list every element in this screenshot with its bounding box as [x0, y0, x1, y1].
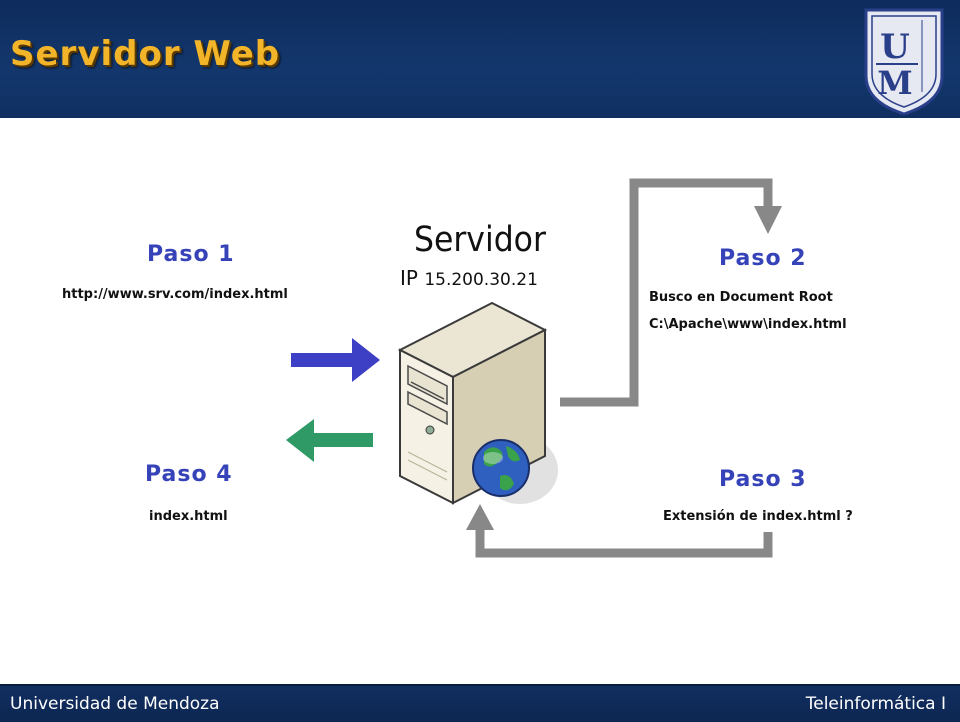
- page-title: Servidor Web: [10, 34, 281, 74]
- step-3-title: Paso 3: [719, 467, 807, 492]
- connector-arrow-to-server: [466, 504, 773, 558]
- step-2-line-1: Busco en Document Root: [649, 290, 833, 305]
- step-2-title: Paso 2: [719, 246, 807, 271]
- svg-text:U: U: [880, 27, 910, 67]
- server-ip: IP 15.200.30.21: [400, 266, 538, 290]
- step-4-file: index.html: [149, 509, 228, 524]
- svg-text:M: M: [877, 64, 912, 102]
- step-1-url: http://www.srv.com/index.html: [62, 287, 288, 302]
- step-2-line-2: C:\Apache\www\index.html: [649, 317, 847, 332]
- footer-university: Universidad de Mendoza: [10, 694, 220, 714]
- connector-arrow-to-paso-2: [560, 178, 782, 407]
- globe-icon: [472, 439, 530, 497]
- server-name: Servidor: [414, 220, 546, 260]
- step-3-question: Extensión de index.html ?: [663, 509, 853, 524]
- server-ip-value: 15.200.30.21: [424, 270, 538, 290]
- response-arrow-icon: [286, 419, 373, 462]
- header-bar: Servidor Web U M: [0, 0, 960, 118]
- step-1-title: Paso 1: [147, 242, 235, 267]
- footer-course: Teleinformática I: [805, 694, 946, 714]
- server-ip-label: IP: [400, 266, 418, 290]
- university-logo: U M: [864, 8, 944, 116]
- request-arrow-icon: [291, 338, 380, 382]
- footer-bar: Universidad de Mendoza Teleinformática I: [0, 684, 960, 722]
- step-4-title: Paso 4: [145, 462, 233, 487]
